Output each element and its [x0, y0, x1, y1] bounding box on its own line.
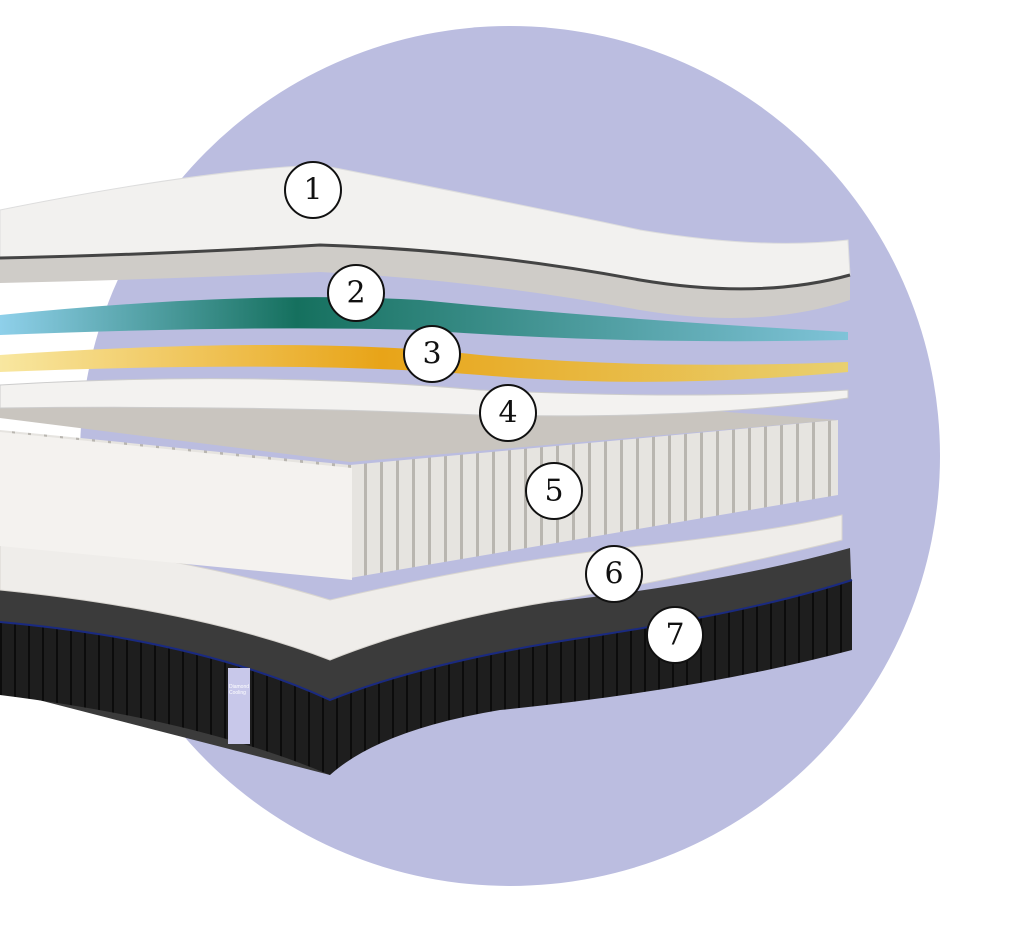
callout-label: 3 — [422, 337, 441, 372]
callout-6: 6 — [585, 545, 643, 603]
callouts: 1 2 3 4 5 6 7 — [284, 161, 704, 664]
callout-label: 7 — [665, 618, 684, 653]
layer-1-top-comfort — [0, 164, 851, 318]
callout-1: 1 — [284, 161, 342, 219]
layer-7-base: Diamond Cooling — [0, 548, 853, 775]
callout-3: 3 — [403, 325, 461, 383]
callout-4: 4 — [479, 384, 537, 442]
callout-label: 1 — [303, 173, 322, 208]
product-tag-text: Diamond Cooling — [229, 684, 250, 696]
layer-4-foam — [0, 378, 849, 417]
product-tag-text-box: Diamond Cooling — [229, 684, 250, 696]
product-tag — [228, 668, 250, 744]
callout-5: 5 — [525, 462, 583, 520]
callout-7: 7 — [646, 606, 704, 664]
callout-label: 2 — [346, 276, 365, 311]
callout-2: 2 — [327, 264, 385, 322]
layer-2-cooling-gel — [0, 297, 848, 342]
callout-label: 4 — [498, 396, 517, 431]
callout-label: 6 — [604, 557, 623, 592]
callout-label: 5 — [544, 474, 563, 509]
